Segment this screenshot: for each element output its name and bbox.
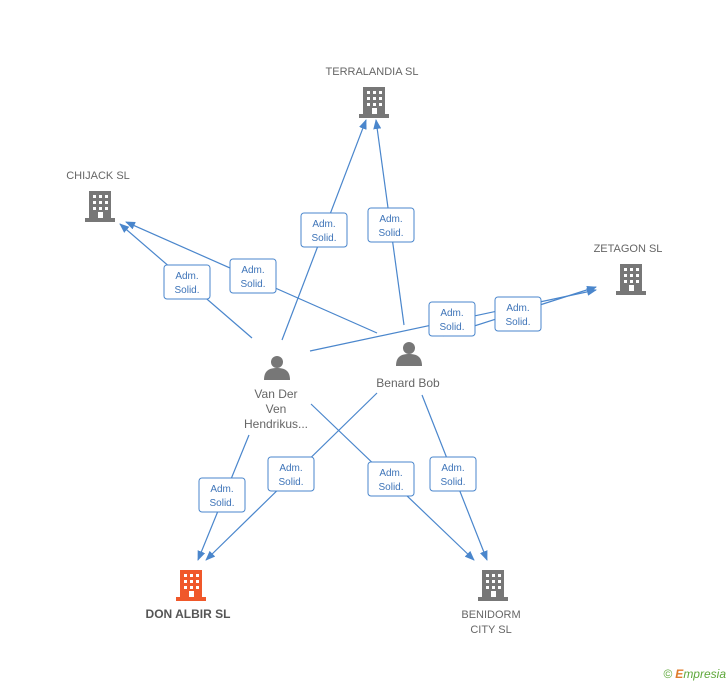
relation-text-line1: Adm. (506, 303, 529, 314)
relation-box[interactable]: Adm. Solid. (300, 212, 348, 248)
relation-text-line2: Solid. (209, 498, 234, 509)
relation-text-line2: Solid. (240, 279, 265, 290)
relation-text-line2: Solid. (174, 285, 199, 296)
company-name-line1: BENIDORM (461, 609, 520, 621)
company-name: TERRALANDIA SL (326, 66, 419, 78)
company-node-chijack[interactable]: CHIJACK SL (66, 170, 130, 222)
person-icon (264, 356, 290, 380)
company-node-benidorm[interactable]: BENIDORM CITY SL (461, 570, 521, 636)
relation-text-line1: Adm. (210, 484, 233, 495)
company-node-don-albir[interactable]: DON ALBIR SL (146, 570, 231, 621)
company-node-zetagon[interactable]: ZETAGON SL (594, 243, 663, 295)
building-icon (616, 264, 646, 295)
relation-text-line1: Adm. (312, 219, 335, 230)
relation-text-line2: Solid. (439, 322, 464, 333)
relation-text-line1: Adm. (379, 468, 402, 479)
relation-text-line2: Solid. (378, 482, 403, 493)
brand-initial: E (675, 667, 684, 681)
relation-box[interactable]: Adm. Solid. (198, 477, 246, 513)
edges (119, 119, 597, 561)
empresia-watermark: ©Empresia (663, 667, 726, 681)
building-icon (359, 87, 389, 118)
person-name-line2: Ven (266, 402, 287, 416)
relation-text-line1: Adm. (279, 463, 302, 474)
relation-text-line1: Adm. (441, 463, 464, 474)
relation-box[interactable]: Adm. Solid. (267, 456, 315, 492)
relation-text-line2: Solid. (378, 228, 403, 239)
relation-text-line1: Adm. (440, 308, 463, 319)
relation-box[interactable]: Adm. Solid. (229, 258, 277, 294)
person-node-van-der-ven[interactable]: Van Der Ven Hendrikus... (244, 356, 308, 431)
relation-text-line2: Solid. (440, 477, 465, 488)
person-icon (396, 342, 422, 366)
company-node-terralandia[interactable]: TERRALANDIA SL (326, 66, 419, 118)
company-name: CHIJACK SL (66, 170, 130, 182)
relation-box[interactable]: Adm. Solid. (367, 207, 415, 243)
relation-text-line2: Solid. (311, 233, 336, 244)
relation-text-line1: Adm. (379, 214, 402, 225)
copyright-symbol: © (663, 667, 673, 681)
company-name-line2: CITY SL (470, 624, 511, 636)
building-icon (85, 191, 115, 222)
brand-name: mpresia (683, 667, 726, 681)
relation-box[interactable]: Adm. Solid. (429, 456, 477, 492)
relation-box[interactable]: Adm. Solid. (367, 461, 415, 497)
building-icon (176, 570, 206, 601)
building-icon (478, 570, 508, 601)
person-name-line3: Hendrikus... (244, 417, 308, 431)
relation-box[interactable]: Adm. Solid. (428, 301, 476, 337)
relation-text-line2: Solid. (505, 317, 530, 328)
company-name: DON ALBIR SL (146, 607, 231, 621)
relation-box[interactable]: Adm. Solid. (163, 264, 211, 300)
person-node-benard-bob[interactable]: Benard Bob (376, 342, 440, 390)
relation-labels: Adm. Solid. Adm. Solid. Adm. Solid. Adm.… (163, 207, 542, 513)
relation-text-line1: Adm. (175, 271, 198, 282)
relation-text-line2: Solid. (278, 477, 303, 488)
relation-box[interactable]: Adm. Solid. (494, 296, 542, 332)
relation-text-line1: Adm. (241, 265, 264, 276)
company-name: ZETAGON SL (594, 243, 663, 255)
person-name-line1: Van Der (254, 387, 297, 401)
person-name: Benard Bob (376, 376, 440, 390)
